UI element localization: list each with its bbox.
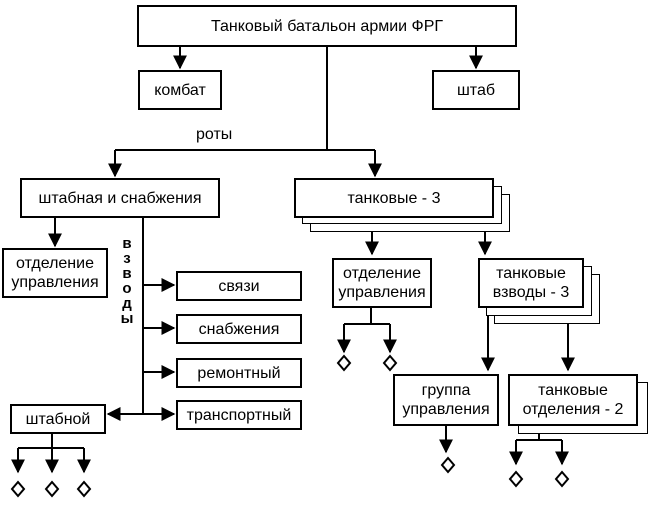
companies-label: роты bbox=[196, 126, 233, 143]
control-group-box: группа управления bbox=[393, 374, 499, 426]
platoons-letter: д bbox=[122, 295, 132, 312]
control-group-label: группа управления bbox=[402, 382, 490, 418]
platoon-transport-label: транспортный bbox=[186, 406, 292, 424]
tank-companies-label: танковые - 3 bbox=[347, 189, 441, 207]
platoon-supply-label: снабжения bbox=[198, 320, 280, 338]
staff-label: штаб bbox=[456, 81, 496, 99]
diamond-icon bbox=[440, 456, 456, 474]
diamond-icon bbox=[336, 354, 352, 372]
platoons-letter: в bbox=[122, 265, 132, 282]
hq-section-label: отделение управления bbox=[11, 255, 99, 291]
hq-section-box: отделение управления bbox=[2, 248, 108, 298]
platoon-staff-label: штабной bbox=[25, 410, 91, 428]
title-text: Танковый батальон армии ФРГ bbox=[210, 17, 444, 35]
diamond-icon bbox=[382, 354, 398, 372]
tank-platoons-box: танковые взводы - 3 bbox=[478, 258, 584, 308]
platoons-letter: о bbox=[122, 280, 132, 297]
platoon-signals-box: связи bbox=[176, 271, 302, 301]
staff-box: штаб bbox=[432, 70, 520, 110]
platoons-letter: ы bbox=[120, 310, 134, 327]
diamond-icon bbox=[554, 470, 570, 488]
combat-label: комбат bbox=[154, 81, 206, 99]
platoon-repair-box: ремонтный bbox=[176, 358, 302, 388]
diamond-icon bbox=[508, 470, 524, 488]
hq-company-label: штабная и снабжения bbox=[38, 189, 202, 207]
platoon-repair-label: ремонтный bbox=[197, 364, 281, 382]
tank-sections-box: танковые отделения - 2 bbox=[508, 374, 638, 426]
tank-sections-label: танковые отделения - 2 bbox=[522, 382, 624, 418]
tank-platoons-label: танковые взводы - 3 bbox=[492, 265, 570, 301]
company-hq-section-label: отделение управления bbox=[338, 265, 426, 301]
platoon-signals-label: связи bbox=[218, 277, 260, 295]
diamond-icon bbox=[76, 480, 92, 498]
platoon-supply-box: снабжения bbox=[176, 314, 302, 344]
platoon-staff-box: штабной bbox=[10, 404, 106, 434]
platoon-transport-box: транспортный bbox=[176, 400, 302, 430]
platoons-letter: в bbox=[122, 235, 132, 252]
company-hq-section-box: отделение управления bbox=[332, 258, 432, 308]
diamond-icon bbox=[10, 480, 26, 498]
diamond-icon bbox=[44, 480, 60, 498]
title-box: Танковый батальон армии ФРГ bbox=[137, 5, 517, 47]
hq-company-box: штабная и снабжения bbox=[20, 178, 220, 218]
platoons-vertical-label: в з в о д ы bbox=[119, 236, 135, 326]
platoons-letter: з bbox=[123, 250, 131, 267]
tank-companies-box: танковые - 3 bbox=[294, 178, 494, 218]
combat-box: комбат bbox=[138, 70, 222, 110]
